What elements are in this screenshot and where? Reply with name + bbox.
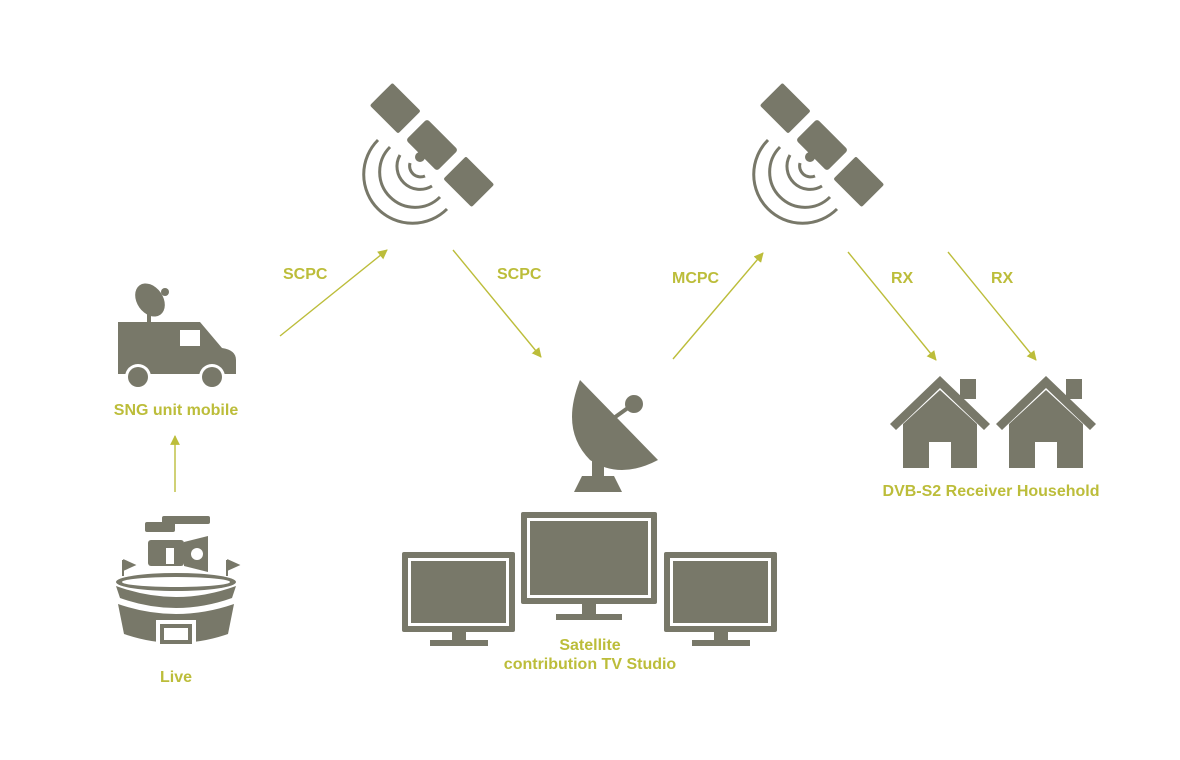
arrow-satellite-2-to-house-2 xyxy=(947,251,1037,361)
monitor-icon xyxy=(664,552,777,646)
link-label: SCPC xyxy=(497,266,542,283)
arrow-sng-to-satellite-1 xyxy=(279,249,388,337)
monitor-icon xyxy=(402,552,515,646)
link-label: RX xyxy=(991,270,1014,287)
link-label: SCPC xyxy=(283,266,328,283)
house-icon xyxy=(890,376,990,468)
arrow-satellite-1-to-studio xyxy=(452,249,542,358)
monitor-icon xyxy=(521,512,657,620)
studio-label-line-1: Satellite xyxy=(559,637,621,654)
satellite-icon xyxy=(752,82,885,225)
arrow-satellite-2-to-house-1 xyxy=(847,251,937,361)
link-label: RX xyxy=(891,270,914,287)
household-label: DVB-S2 Receiver Household xyxy=(882,483,1100,500)
sng-label: SNG unit mobile xyxy=(113,402,239,419)
satellite-icon xyxy=(362,82,495,225)
dish-icon xyxy=(572,380,658,492)
studio-label-line-2: contribution TV Studio xyxy=(503,656,677,673)
link-label: MCPC xyxy=(672,270,720,287)
house-icon xyxy=(996,376,1096,468)
arrow-studio-to-satellite-2 xyxy=(672,252,764,360)
sng-van-icon xyxy=(118,283,236,390)
stadium-camera-icon xyxy=(116,516,241,644)
live-label: Live xyxy=(159,669,193,686)
